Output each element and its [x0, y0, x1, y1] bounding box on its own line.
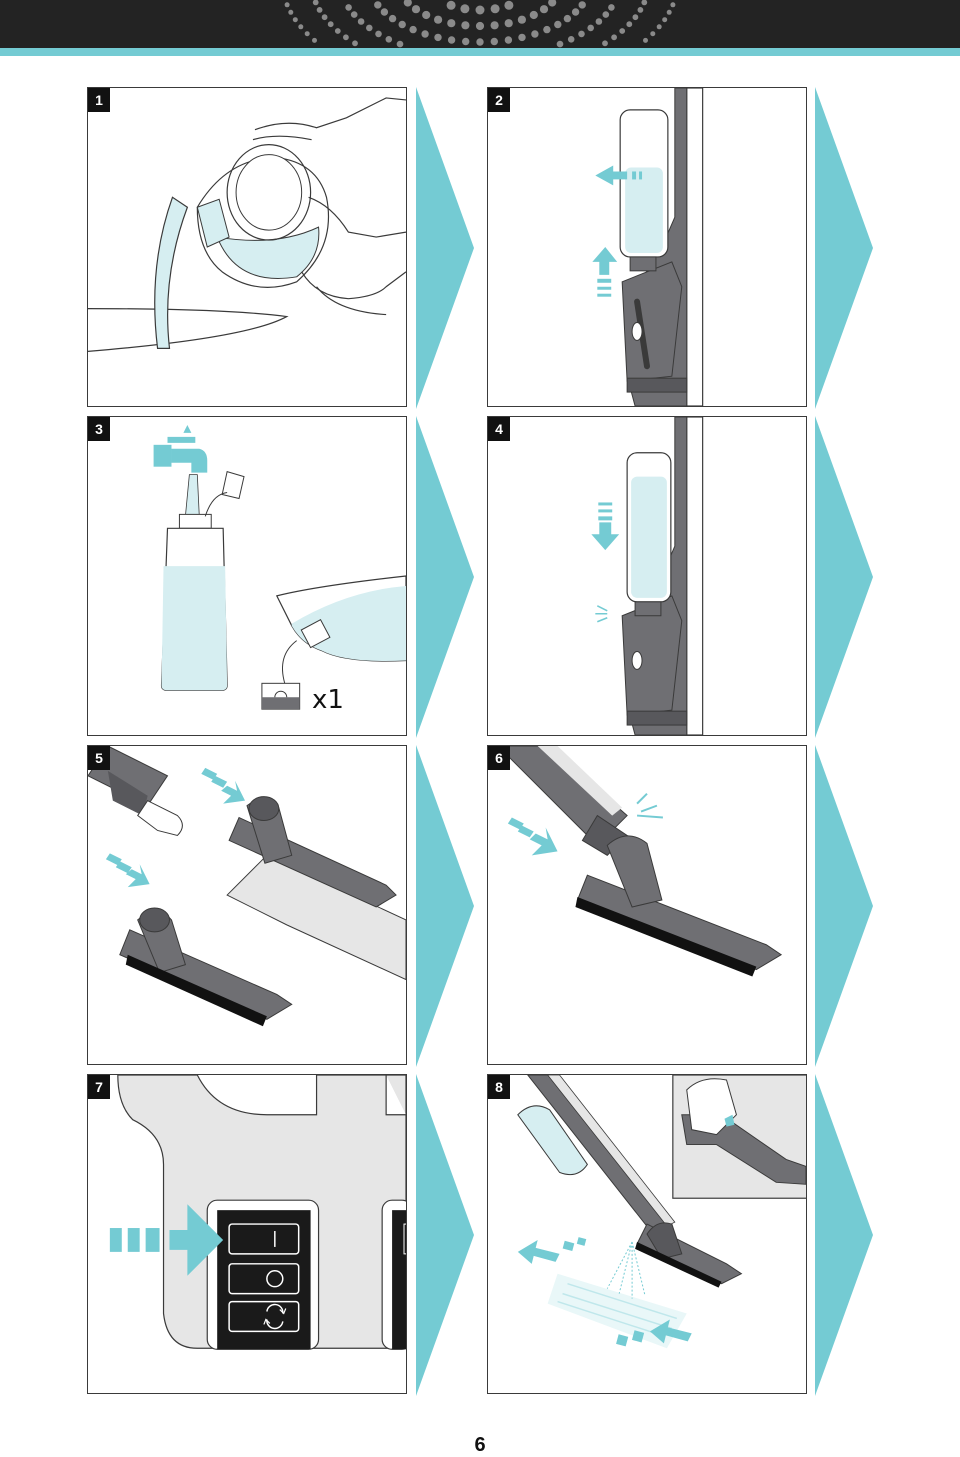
- next-step-arrow-3: [414, 416, 474, 738]
- next-step-arrow-2: [813, 87, 873, 409]
- page-number: 6: [474, 1434, 486, 1456]
- next-step-arrow-1: [414, 87, 474, 409]
- header-accent-stripe: [0, 48, 960, 56]
- water-jug-icon: [88, 97, 406, 352]
- floor-nozzle-icon: [497, 746, 783, 977]
- dot-pattern-icon: [284, 0, 676, 48]
- floor-nozzle-icon: [88, 746, 406, 1027]
- cleaner-wand-icon: [592, 88, 704, 406]
- step-panel-5: 5: [87, 745, 407, 1065]
- step-panel-2: 2: [487, 87, 807, 407]
- step-panel-1: 1: [87, 87, 407, 407]
- step-panel-8: 8: [487, 1074, 807, 1394]
- cleaner-wand-icon: [591, 417, 704, 735]
- step-number: 7: [88, 1075, 110, 1099]
- power-on-icon: [228, 1223, 300, 1255]
- faucet-icon: [153, 424, 208, 517]
- step-panel-4: 4: [487, 416, 807, 736]
- steam-spray-icon: [517, 1075, 806, 1349]
- step-number: 3: [88, 417, 110, 441]
- next-step-arrow-5: [414, 745, 474, 1067]
- power-off-icon: [228, 1263, 300, 1295]
- step-panel-3: 3 x1: [87, 416, 407, 736]
- next-step-arrow-6: [813, 745, 873, 1067]
- step-number: 2: [488, 88, 510, 112]
- cycle-icon: [228, 1300, 300, 1333]
- step-number: 8: [488, 1075, 510, 1099]
- next-step-arrow-8: [813, 1074, 873, 1396]
- step-panel-7: 7: [87, 1074, 407, 1394]
- next-step-arrow-4: [813, 416, 873, 738]
- step-panel-6: 6: [487, 745, 807, 1065]
- header-bar: [0, 0, 960, 48]
- step-number: 4: [488, 417, 510, 441]
- quantity-label: x1: [312, 685, 344, 715]
- control-panel-icon: [109, 1075, 406, 1350]
- next-step-arrow-7: [414, 1074, 474, 1396]
- step-number: 1: [88, 88, 110, 112]
- water-bottle-icon: [160, 471, 406, 691]
- step-number: 6: [488, 746, 510, 770]
- filter-cartridge-icon: [261, 682, 301, 710]
- step-number: 5: [88, 746, 110, 770]
